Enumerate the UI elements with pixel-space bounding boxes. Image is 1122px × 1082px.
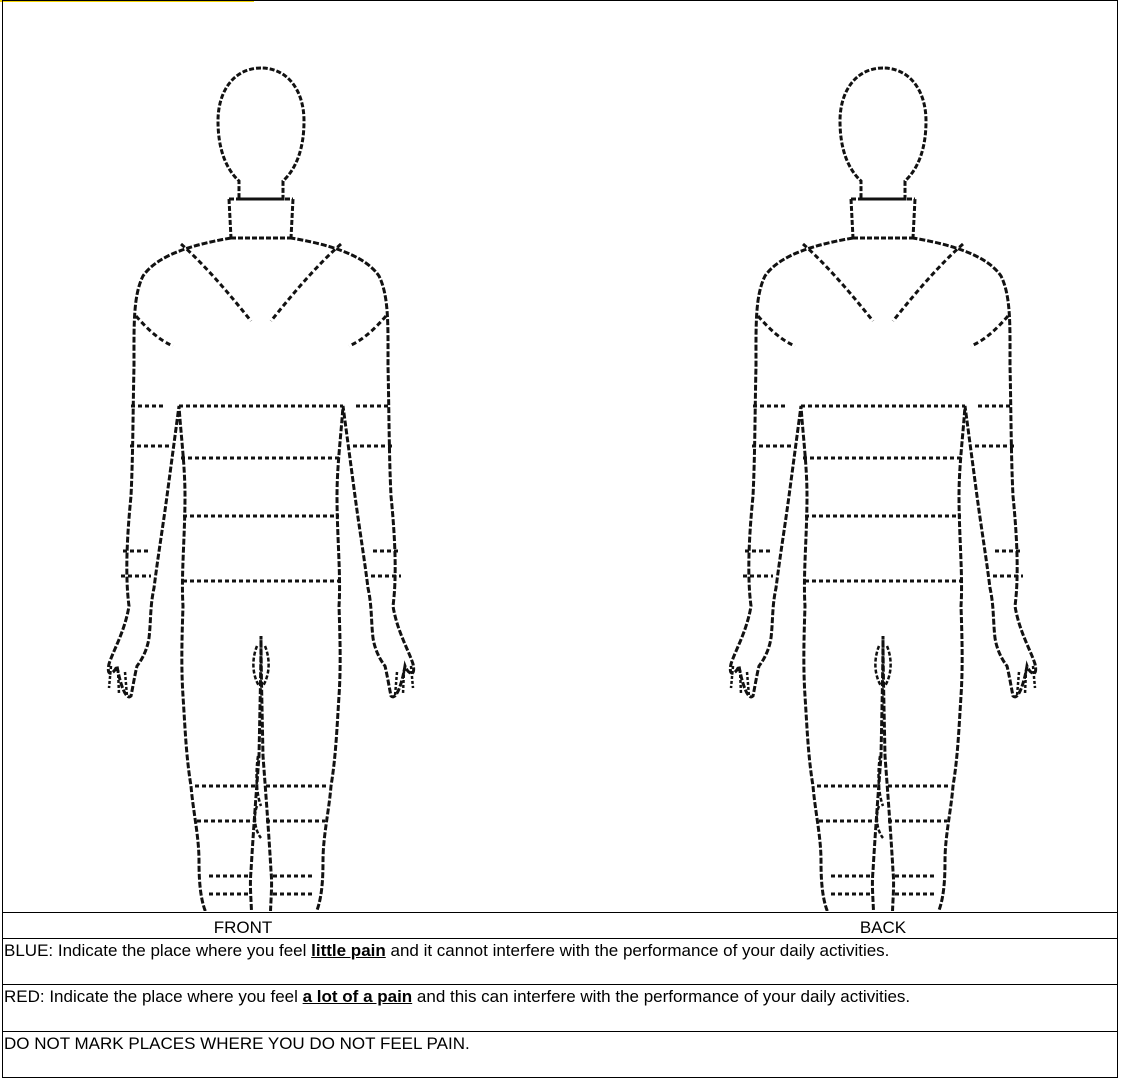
warning-instruction: DO NOT MARK PLACES WHERE YOU DO NOT FEEL… <box>4 1033 1112 1054</box>
back-body-figure <box>730 68 1035 911</box>
view-labels-row: FRONT BACK <box>3 918 1117 938</box>
red-instruction: RED: Indicate the place where you feel a… <box>4 986 1112 1007</box>
blue-emphasis: little pain <box>311 941 386 960</box>
divider-line <box>3 984 1117 985</box>
divider-line <box>3 912 1117 913</box>
back-label: BACK <box>793 918 973 938</box>
blue-instruction: BLUE: Indicate the place where you feel … <box>4 940 1112 961</box>
red-emphasis: a lot of a pain <box>303 987 413 1006</box>
front-body-figure <box>108 68 413 911</box>
blue-instruction-text-end: and it cannot interfere with the perform… <box>386 941 890 960</box>
divider-line <box>3 1031 1117 1032</box>
red-instruction-text-end: and this can interfere with the performa… <box>412 987 910 1006</box>
divider-line <box>3 938 1117 939</box>
red-instruction-text: RED: Indicate the place where you feel <box>4 987 303 1006</box>
front-label: FRONT <box>153 918 333 938</box>
blue-instruction-text: BLUE: Indicate the place where you feel <box>4 941 311 960</box>
body-diagram-area <box>3 1 1117 911</box>
body-diagrams-svg <box>3 1 1117 911</box>
